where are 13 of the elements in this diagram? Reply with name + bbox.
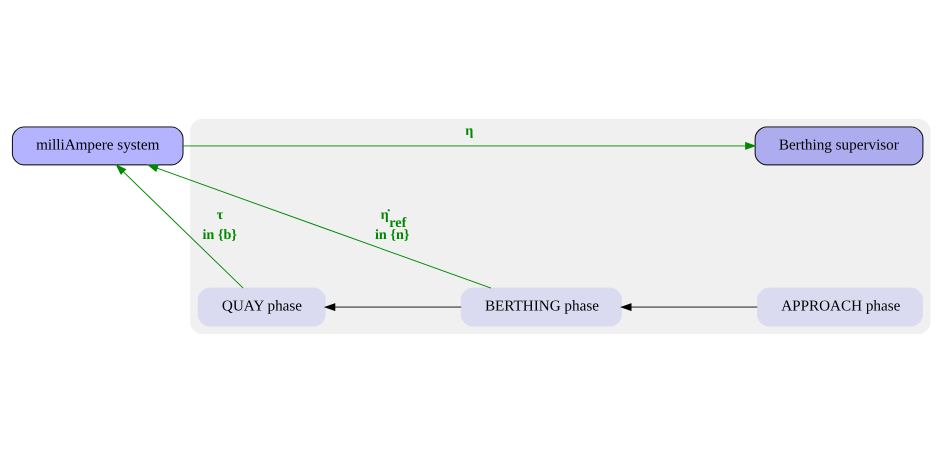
node-box: Berthing supervisor bbox=[754, 126, 924, 165]
arrow bbox=[324, 302, 462, 311]
node-box: APPROACH phase bbox=[757, 287, 923, 326]
arrow bbox=[620, 302, 758, 311]
node-box: QUAY phase bbox=[198, 287, 326, 326]
arrow bbox=[146, 164, 492, 288]
node-box: milliAmpere system bbox=[12, 126, 184, 165]
edge-label: τ in {b} bbox=[202, 206, 237, 242]
cluster bbox=[190, 118, 931, 334]
arrow bbox=[182, 141, 757, 150]
edge-label: η bbox=[465, 122, 474, 139]
node-box: BERTHING phase bbox=[460, 287, 622, 326]
arrow bbox=[115, 164, 244, 288]
